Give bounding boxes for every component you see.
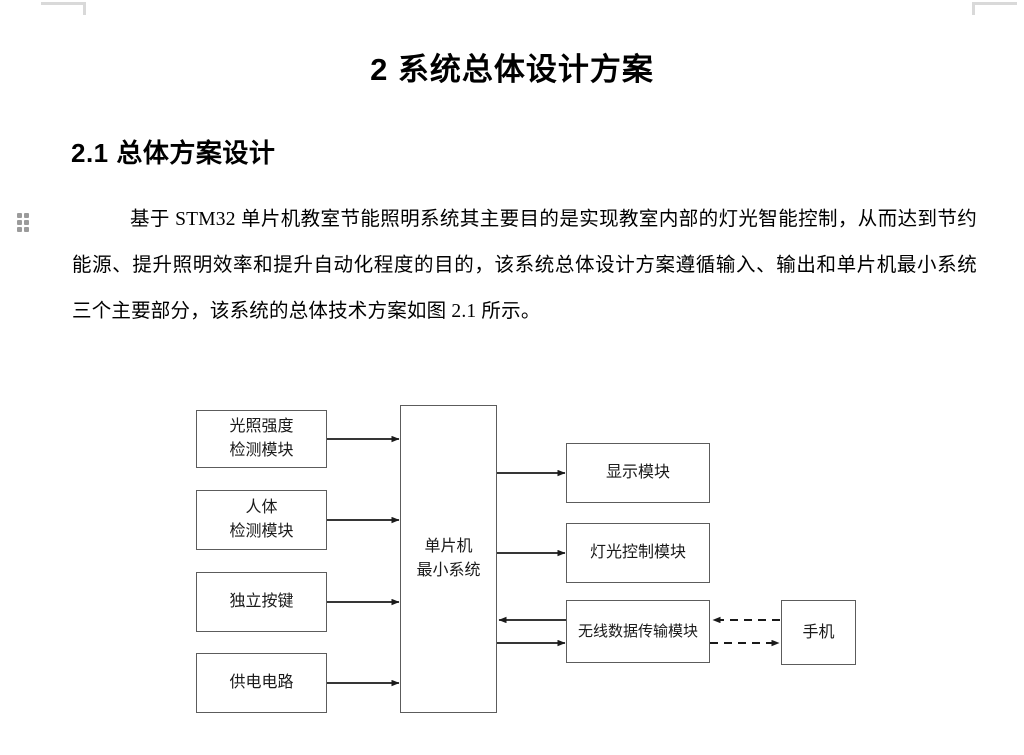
body-paragraph: 基于 STM32 单片机教室节能照明系统其主要目的是实现教室内部的灯光智能控制，… bbox=[72, 209, 977, 322]
diagram-node-label: 单片机 最小系统 bbox=[416, 538, 481, 579]
diagram-node-wireless: 无线数据传输模块 bbox=[566, 600, 710, 663]
drag-handle-dot bbox=[24, 213, 29, 218]
drag-handle-dot bbox=[17, 227, 22, 232]
drag-handle-dot bbox=[24, 220, 29, 225]
drag-handle-icon[interactable] bbox=[17, 213, 33, 232]
diagram-node-label: 无线数据传输模块 bbox=[577, 623, 698, 640]
diagram-node-human-sensor: 人体 检测模块 bbox=[196, 490, 327, 550]
diagram-node-label: 光照强度 检测模块 bbox=[229, 418, 294, 459]
diagram-node-key: 独立按键 bbox=[196, 572, 327, 632]
diagram-node-label: 灯光控制模块 bbox=[589, 544, 686, 561]
drag-handle-dot bbox=[24, 227, 29, 232]
diagram-node-light-sensor: 光照强度 检测模块 bbox=[196, 410, 327, 468]
diagram-node-label: 供电电路 bbox=[229, 674, 294, 691]
diagram-node-lamp-control: 灯光控制模块 bbox=[566, 523, 710, 583]
drag-handle-dot bbox=[17, 220, 22, 225]
section-heading: 2.1 总体方案设计 bbox=[71, 138, 276, 168]
diagram-node-display: 显示模块 bbox=[566, 443, 710, 503]
diagram-node-power: 供电电路 bbox=[196, 653, 327, 713]
drag-handle-dot bbox=[17, 213, 22, 218]
diagram-node-label: 独立按键 bbox=[229, 593, 294, 610]
diagram-node-label: 人体 检测模块 bbox=[229, 499, 294, 540]
page-title: 2 系统总体设计方案 bbox=[370, 52, 654, 87]
diagram-node-label: 显示模块 bbox=[605, 464, 670, 481]
diagram-node-mcu: 单片机 最小系统 bbox=[400, 405, 497, 713]
diagram-node-phone: 手机 bbox=[781, 600, 856, 665]
diagram-node-label: 手机 bbox=[802, 623, 835, 641]
